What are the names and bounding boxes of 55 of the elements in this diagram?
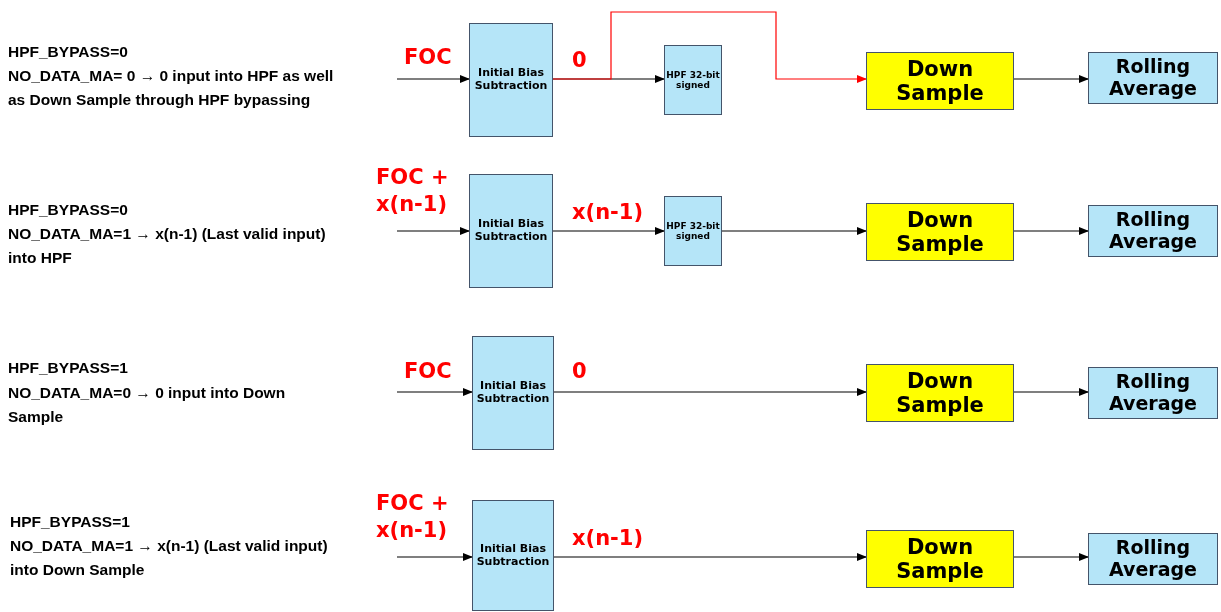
mode-description: NO_DATA_MA= 0 → 0 input into HPF as well as Down Sample through HPF bypassing	[8, 66, 335, 110]
box-label: Rolling Average	[1108, 56, 1198, 100]
box-label: Rolling Average	[1108, 537, 1198, 581]
arrow	[396, 75, 470, 83]
process-box	[472, 336, 554, 450]
arrow	[552, 11, 867, 83]
arrow	[396, 227, 470, 235]
box-label: Rolling Average	[1108, 209, 1198, 253]
mode-description: NO_DATA_MA=1 → x(n-1) (Last valid input) into HPF	[8, 224, 327, 268]
box-label: HPF 32-bit signed	[665, 69, 721, 91]
box-label: Initial Bias Subtraction	[473, 67, 549, 93]
process-box	[469, 23, 553, 137]
arrow	[721, 227, 867, 235]
process-box	[472, 500, 554, 611]
mode-description: HPF_BYPASS=0	[8, 42, 129, 62]
process-box	[1088, 367, 1218, 419]
mode-description: HPF_BYPASS=1	[10, 512, 131, 532]
arrow	[552, 227, 665, 235]
arrow	[1013, 553, 1089, 561]
arrow	[396, 388, 473, 396]
process-box	[866, 52, 1014, 110]
process-box	[866, 203, 1014, 261]
arrow	[396, 553, 473, 561]
edge-label: 0	[572, 358, 588, 385]
process-box	[1088, 52, 1218, 104]
box-label: Initial Bias Subtraction	[473, 218, 549, 244]
process-box	[469, 174, 553, 288]
edge-label: x(n-1)	[572, 199, 645, 226]
filter-box	[664, 196, 722, 266]
edge-label: FOC + x(n-1)	[376, 490, 450, 545]
edge-label: x(n-1)	[572, 525, 645, 552]
box-label: Down Sample	[895, 534, 985, 584]
mode-description: HPF_BYPASS=0	[8, 200, 129, 220]
mode-description: NO_DATA_MA=1 → x(n-1) (Last valid input) into Down Sample	[10, 536, 329, 580]
box-label: Down Sample	[895, 207, 985, 257]
box-label: Down Sample	[895, 56, 985, 106]
arrow	[553, 553, 867, 561]
filter-box	[664, 45, 722, 115]
box-label: Down Sample	[895, 368, 985, 418]
arrow	[1013, 75, 1089, 83]
process-box	[1088, 533, 1218, 585]
arrow	[1013, 388, 1089, 396]
mode-description: HPF_BYPASS=1	[8, 358, 129, 378]
process-box	[866, 530, 1014, 588]
box-label: Rolling Average	[1108, 371, 1198, 415]
box-label: Initial Bias Subtraction	[475, 542, 551, 569]
arrow	[553, 388, 867, 396]
box-label: Initial Bias Subtraction	[475, 380, 551, 406]
box-label: HPF 32-bit signed	[665, 220, 721, 242]
process-box	[866, 364, 1014, 422]
mode-description: NO_DATA_MA=0 → 0 input into Down Sample	[8, 383, 287, 427]
edge-label: 0	[572, 47, 588, 74]
arrow	[1013, 227, 1089, 235]
edge-label: FOC + x(n-1)	[376, 164, 450, 219]
process-box	[1088, 205, 1218, 257]
